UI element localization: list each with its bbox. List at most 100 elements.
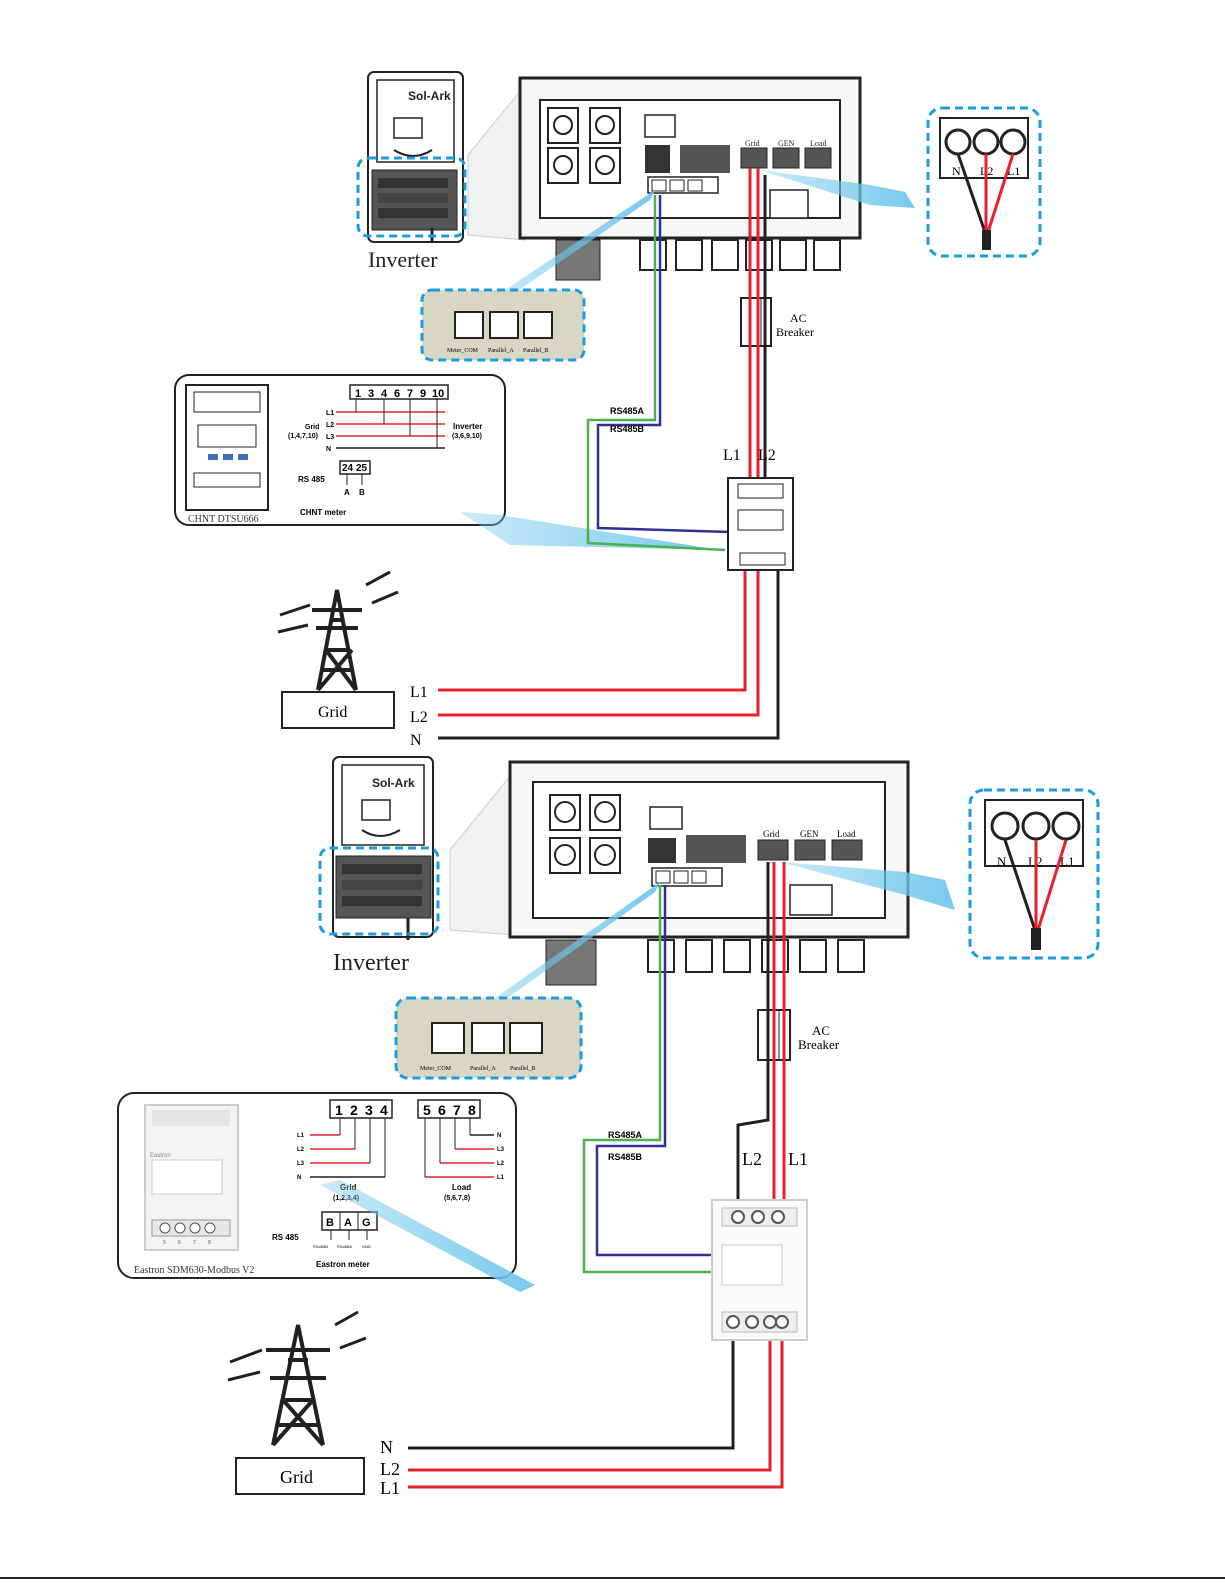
top-num-10: 10 [432,388,444,400]
top-term-blocks: Grid GEN Load [740,139,832,169]
bottom-zoom-n: N [997,854,1007,869]
top-small-inverter: Sol-Ark Inverter [356,71,467,272]
top-meter-l1: L1 [723,447,741,464]
top-meter-inverter-terms: (3,6,9,10) [452,433,482,440]
top-port-meter-com: Meter_COM [447,348,479,354]
top-meter-device: L1 L2 [723,447,794,571]
bottom-load-num-6: 6 [438,1102,446,1118]
bottom-line-l2: L2 [380,1459,400,1479]
top-meter-inverter: Inverter [453,422,482,431]
top-term-load: Load [810,139,826,148]
bottom-term-load: Load [837,829,856,839]
top-meter-l2: L2 [758,447,776,464]
top-rs-b: B [359,488,365,497]
top-rs485b: RS485B [610,424,645,434]
bottom-breaker-word: Breaker [798,1037,840,1052]
top-meter-grid: Grid [305,424,319,431]
top-breaker-word: Breaker [776,325,814,339]
bottom-breaker-block [549,794,621,874]
top-num-6: 6 [394,388,400,400]
bottom-grid-num-2: 2 [350,1102,358,1118]
top-rs-24: 24 [342,463,354,474]
top-term-grid: Grid [745,139,760,148]
bottom-grid-num-3: 3 [365,1102,373,1118]
bottom-load-num-8: 8 [468,1102,476,1118]
bottom-brand-text: Sol-Ark [372,776,415,790]
top-perspective-ghost [467,83,526,241]
top-line-l2: L2 [410,709,428,726]
top-term-gen: GEN [778,139,795,148]
bottom-term-blocks: Grid GEN Load [757,829,863,861]
bottom-main-inverter: Grid GEN Load [508,760,910,986]
top-grid-label: Grid [318,704,347,721]
top-breaker-ac: AC [790,311,807,325]
bottom-meter-grid-numbers: 1 2 3 4 [329,1099,393,1119]
top-grid-terminal-zoom: N L2 L1 [760,106,1042,258]
bottom-wires: RS485A RS485B [408,862,787,1489]
bottom-beam-terminal [780,862,955,910]
top-meter-grid-terms: (1,4,7,10) [288,433,318,440]
bottom-grid-terminal-zoom: N L2 L1 [780,788,1100,960]
top-num-4: 4 [381,388,388,400]
bottom-row-r-l1: L1 [497,1175,505,1181]
top-breaker-block [547,107,621,184]
bottom-rs485b: RS485B [608,1152,643,1162]
top-zoom-l1: L1 [1007,164,1020,178]
bottom-meter-load-terms: (5,6,7,8) [444,1195,470,1202]
top-rs-a: A [344,488,350,497]
top-row-n: N [326,446,331,453]
bottom-row-l-l1: L1 [297,1133,305,1139]
top-grid-tower: Grid L1 L2 N [277,570,428,749]
top-beam-meter [460,512,720,550]
top-port-parallel-b: Parallel_B [523,348,548,354]
bottom-line-n: N [380,1437,393,1457]
bottom-breaker-ac: AC [812,1023,830,1038]
top-num-7: 7 [407,388,413,400]
bottom-rs-sub-a: RS485A [337,1244,352,1249]
bottom-port-meter-com: Meter_COM [420,1066,452,1072]
bottom-port-parallel-b: Parallel_B [510,1066,535,1072]
bottom-port-parallel-a: Parallel_A [470,1066,496,1072]
bottom-inverter-highlight [318,846,440,936]
bottom-device-d7: 7 [193,1240,196,1246]
bottom-port-panel: Meter_COM Parallel_A Parallel_B [394,882,660,1080]
bottom-ac-breaker: AC Breaker [757,1009,840,1061]
bottom-row-r-l2: L2 [497,1161,505,1167]
bottom-device-d6: 6 [178,1240,181,1246]
bottom-row-l-l3: L3 [297,1161,305,1167]
top-beam-terminal [760,170,915,208]
top-row-l1: L1 [326,410,334,417]
top-row-l3: L3 [326,434,334,441]
bottom-rs485-label: RS 485 [272,1233,299,1242]
bottom-term-grid: Grid [763,829,780,839]
top-zoom-n: N [952,164,961,178]
top-main-inverter: Grid GEN Load [518,76,862,281]
top-inverter-highlight [356,156,467,238]
bottom-grid-label: Grid [280,1467,313,1487]
top-num-9: 9 [420,388,426,400]
top-meter-caption: CHNT meter [300,508,346,517]
bottom-zoom-l1: L1 [1060,854,1074,869]
bottom-small-inverter: Sol-Ark Inverter [318,756,440,976]
bottom-meter-caption: Eastron meter [316,1260,370,1269]
top-meter-rows: L1 L2 L3 N [326,399,445,453]
bottom-term-gen: GEN [800,829,819,839]
bottom-beam-ports [470,882,660,1025]
bottom-beam-meter [320,1180,535,1292]
bottom-device-brand: Eastron [150,1153,171,1159]
bottom-grid-num-1: 1 [335,1102,343,1118]
bottom-meter-l1: L1 [788,1149,808,1169]
bottom-rs-sub-g: GND [362,1244,371,1249]
bottom-row-l-n: N [297,1175,301,1181]
top-meter-numbers: 1 3 4 6 7 9 10 [349,384,449,400]
bottom-load-num-5: 5 [423,1102,431,1118]
bottom-row-r-n: N [497,1133,501,1139]
bottom-line-l1: L1 [380,1478,400,1498]
top-inverter-label: Inverter [368,247,438,272]
bottom-rs-sub-b: RS485B [313,1244,328,1249]
bottom-device-d8: 8 [208,1240,211,1246]
top-ac-breaker: AC Breaker [740,297,814,347]
top-rs-25: 25 [356,463,368,474]
bottom-meter-load: Load [452,1183,471,1192]
